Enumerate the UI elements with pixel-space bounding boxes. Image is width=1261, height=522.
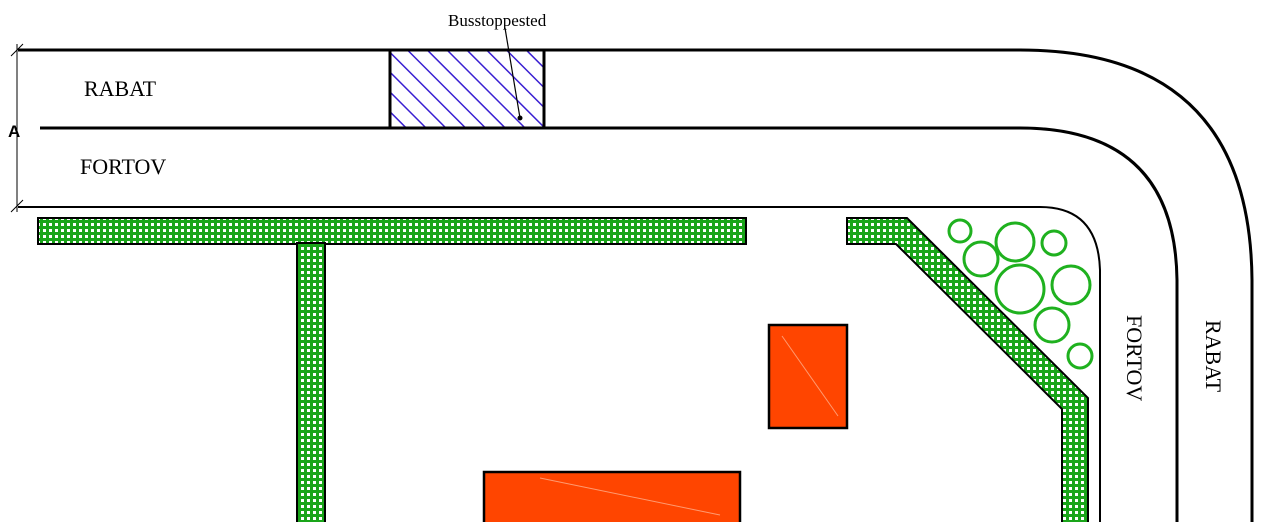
hedge-top-left — [37, 217, 747, 245]
tree-icon — [962, 240, 1000, 278]
tree-cluster — [947, 218, 1094, 370]
middle-edge-line — [40, 126, 1179, 522]
tree-icon — [994, 263, 1046, 315]
rabat-right-label: RABAT — [1201, 320, 1226, 393]
inner-edge-line — [18, 206, 1101, 522]
hedge-vertical — [296, 242, 326, 522]
building-large — [482, 470, 742, 522]
section-marker-label: A — [8, 122, 20, 141]
tree-icon — [947, 218, 973, 244]
tree-icon — [1033, 306, 1071, 344]
tree-icon — [1050, 264, 1092, 306]
rabat-top-label: RABAT — [84, 76, 157, 101]
hedge-diagonal — [846, 217, 1089, 522]
bus-stop-label: Busstoppested — [448, 11, 547, 30]
section-dimension — [10, 43, 24, 213]
tree-icon — [1040, 229, 1068, 257]
building-small-mark — [781, 335, 839, 417]
fortov-right-label: FORTOV — [1122, 315, 1147, 401]
bus-stop-pointer-line — [504, 27, 521, 119]
buildings — [482, 323, 849, 522]
hedges — [37, 217, 1089, 522]
tree-icon — [994, 221, 1036, 263]
outer-edge-line — [18, 48, 1254, 522]
bus-stop-pointer-dot — [517, 115, 523, 121]
bus-stop-area — [388, 48, 546, 130]
pavement-lines — [18, 48, 1254, 522]
tree-icon — [1066, 342, 1094, 370]
building-large-mark — [539, 477, 721, 516]
fortov-top-label: FORTOV — [80, 154, 166, 179]
